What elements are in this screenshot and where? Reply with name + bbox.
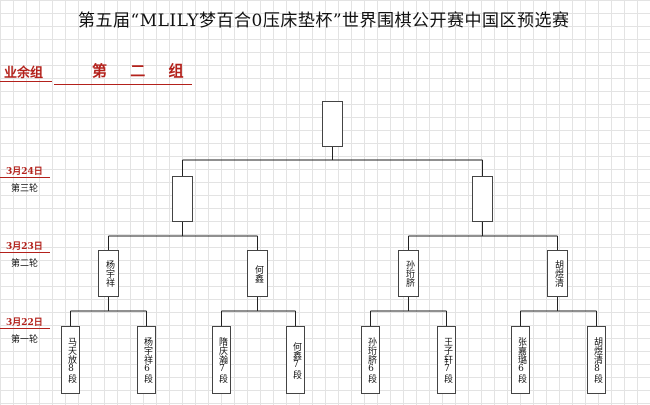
- round2-player-2: 何鑫: [247, 250, 268, 297]
- page-title: 第五届“MLILY梦百合0压床垫杯”世界围棋公开赛中国区预选赛: [78, 11, 570, 31]
- semifinal-box-right: [472, 176, 493, 222]
- group-label: 第 二 组: [92, 62, 193, 80]
- section-label: 业余组: [4, 66, 44, 81]
- round2-player-3: 孙珩脐: [398, 250, 419, 297]
- round1-date-underline: [0, 328, 50, 329]
- round1-date: 3月22日: [6, 318, 43, 328]
- round3-label: 第三轮: [11, 184, 39, 194]
- final-box: [322, 101, 343, 147]
- round2-date-underline: [0, 252, 50, 253]
- round3-date: 3月24日: [6, 167, 43, 177]
- group-underline: [54, 84, 192, 85]
- round2-player-4: 胡煜清: [547, 250, 568, 297]
- semifinal-box-left: [172, 176, 193, 222]
- round2-label: 第二轮: [11, 259, 39, 269]
- round3-date-underline: [0, 177, 50, 178]
- round2-date: 3月23日: [6, 242, 43, 252]
- round2-player-1: 杨宇祥: [98, 250, 119, 297]
- round1-label: 第一轮: [11, 335, 39, 345]
- section-underline: [0, 81, 52, 82]
